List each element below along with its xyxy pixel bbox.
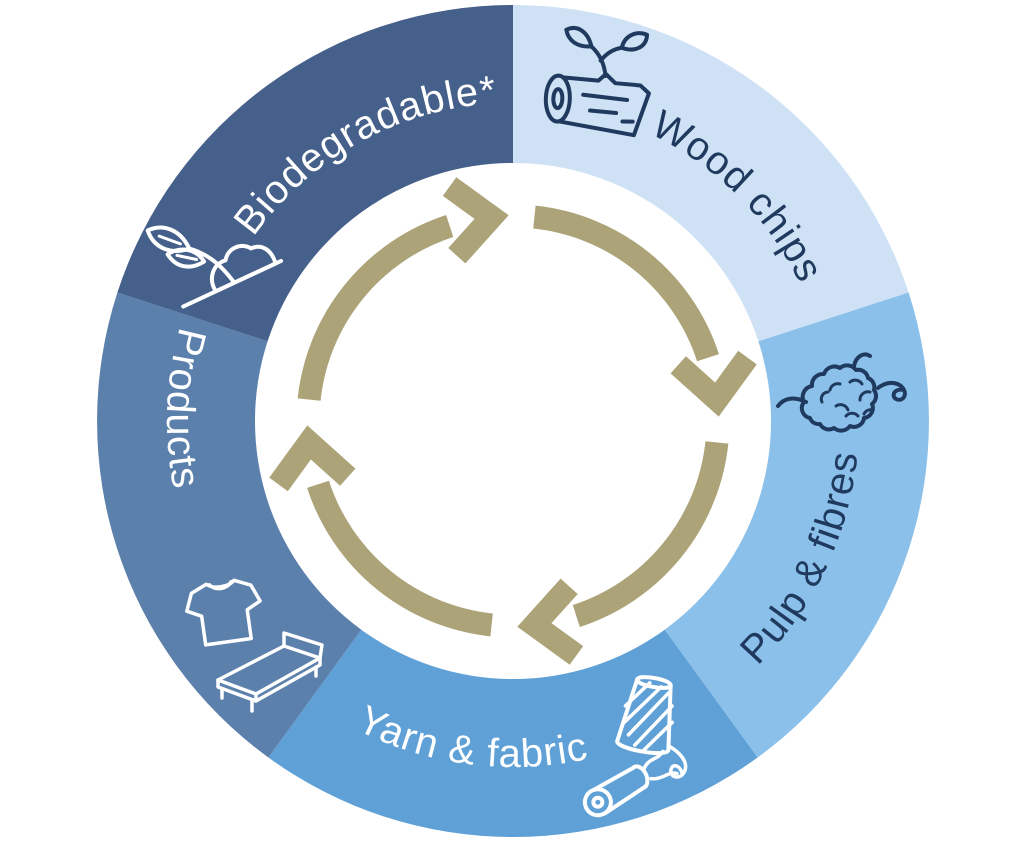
cycle-arrow-left: [269, 425, 493, 637]
cycle-arrow-top: [297, 177, 509, 401]
segment-biodegradable: [117, 5, 514, 342]
segment-products: [97, 292, 362, 758]
pulp-icon: [776, 352, 907, 433]
tshirt-icon: [185, 578, 262, 647]
log-icon: [543, 26, 651, 138]
fabric-roll-icon: [582, 749, 679, 818]
ring-segments: [97, 5, 929, 838]
cycle-arrows: [269, 177, 757, 665]
segment-wood-chips: [513, 5, 909, 342]
products-icon: [185, 578, 324, 713]
bed-icon: [216, 631, 324, 713]
yarn-fabric-icon: [582, 675, 688, 818]
cycle-arrow-bottom: [517, 441, 729, 665]
cycle-arrow-right: [533, 205, 757, 417]
sprout-icon: [145, 225, 284, 309]
segment-pulp-fibres: [664, 292, 929, 758]
yarn-spool-icon: [615, 675, 688, 779]
